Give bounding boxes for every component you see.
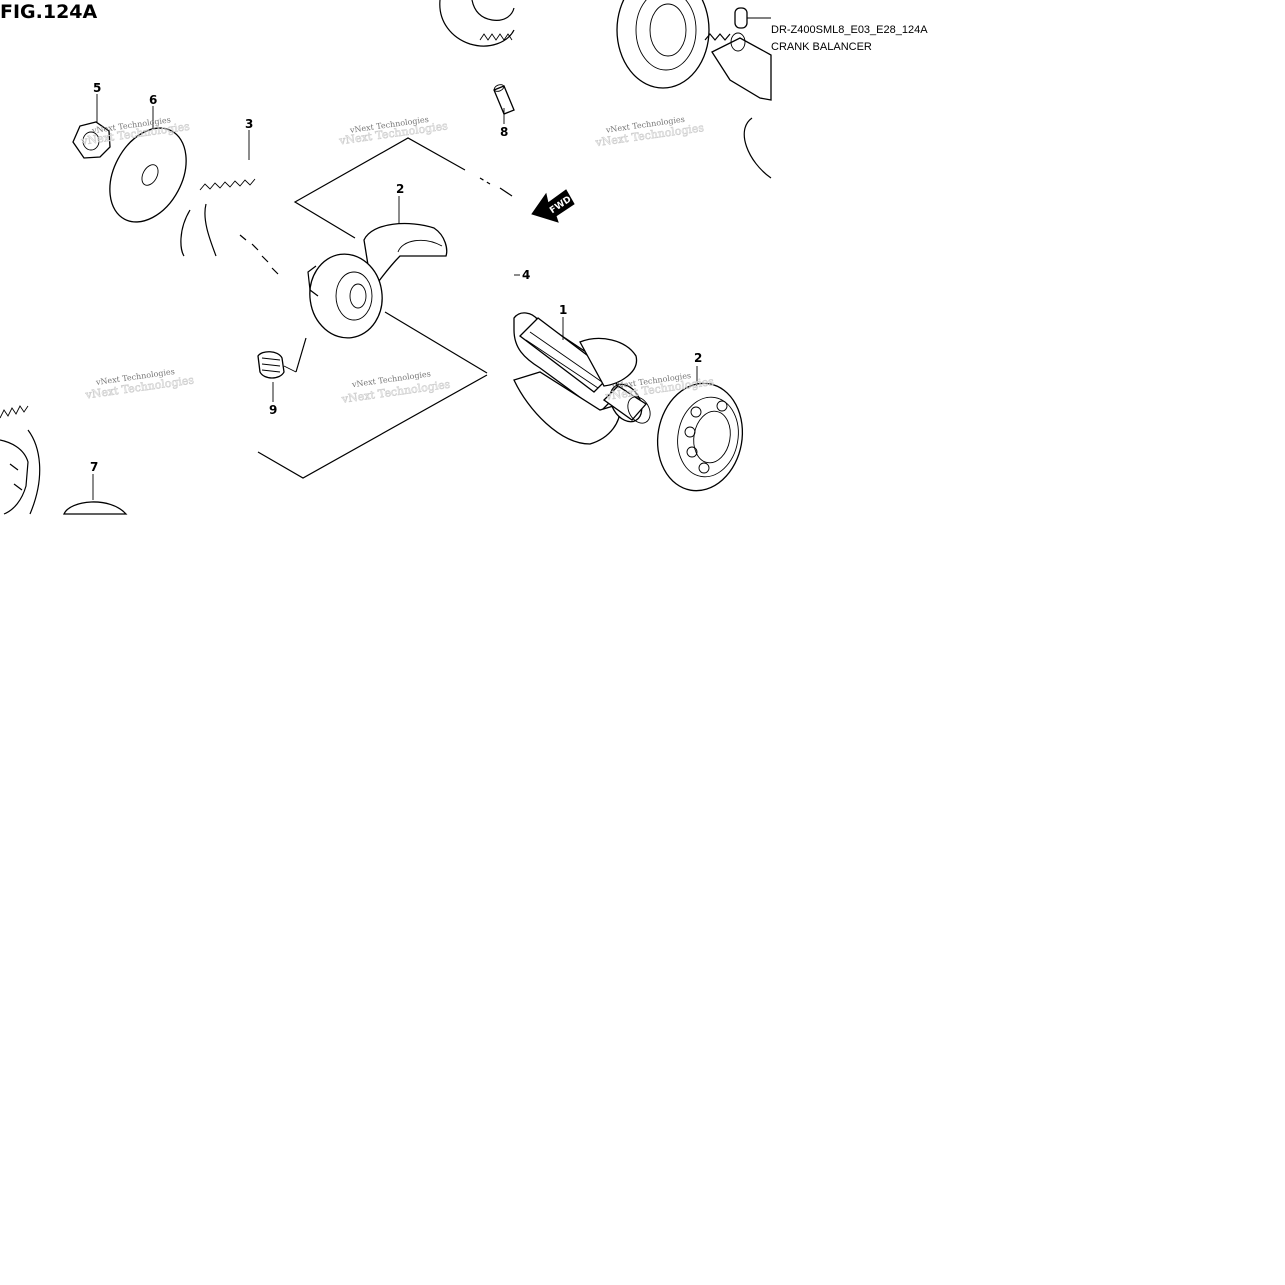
spring-part-9	[257, 351, 297, 402]
callout-2-lower: 2	[694, 351, 702, 365]
callout-3: 3	[245, 117, 253, 131]
callout-1: 1	[559, 303, 567, 317]
figure-code: DR-Z400SML8_E03_E28_124A	[771, 24, 928, 36]
washer-part-7	[63, 474, 128, 515]
figure-title: FIG.124A	[0, 1, 98, 23]
callout-2-upper: 2	[396, 182, 404, 196]
callout-9: 9	[269, 403, 277, 417]
callout-5: 5	[93, 81, 101, 95]
fwd-direction-arrow: FWD	[531, 189, 575, 223]
top-gear-partial	[439, 0, 515, 47]
callout-6: 6	[149, 93, 157, 107]
assembly-bracket	[257, 137, 513, 479]
nut-part-5	[72, 94, 111, 159]
top-bearing-partial	[616, 0, 710, 89]
gear-part-3	[180, 130, 279, 275]
section-title: CRANK BALANCER	[771, 41, 872, 53]
dowel-pin-top	[734, 7, 771, 29]
shaft-end-top	[704, 32, 772, 179]
bottom-left-gear-partial	[0, 405, 41, 515]
callout-4: 4	[522, 268, 530, 282]
callout-labels: 1 2 2 3 4 5 6 7 8 9	[90, 81, 702, 474]
callout-8: 8	[500, 125, 508, 139]
callout-7: 7	[90, 460, 98, 474]
balancer-shaft-part-1	[513, 312, 651, 445]
pin-part-8	[493, 84, 515, 124]
balancer-weight-part-2	[307, 196, 448, 339]
bearing-part-2	[656, 366, 744, 492]
washer-part-6	[109, 106, 187, 223]
